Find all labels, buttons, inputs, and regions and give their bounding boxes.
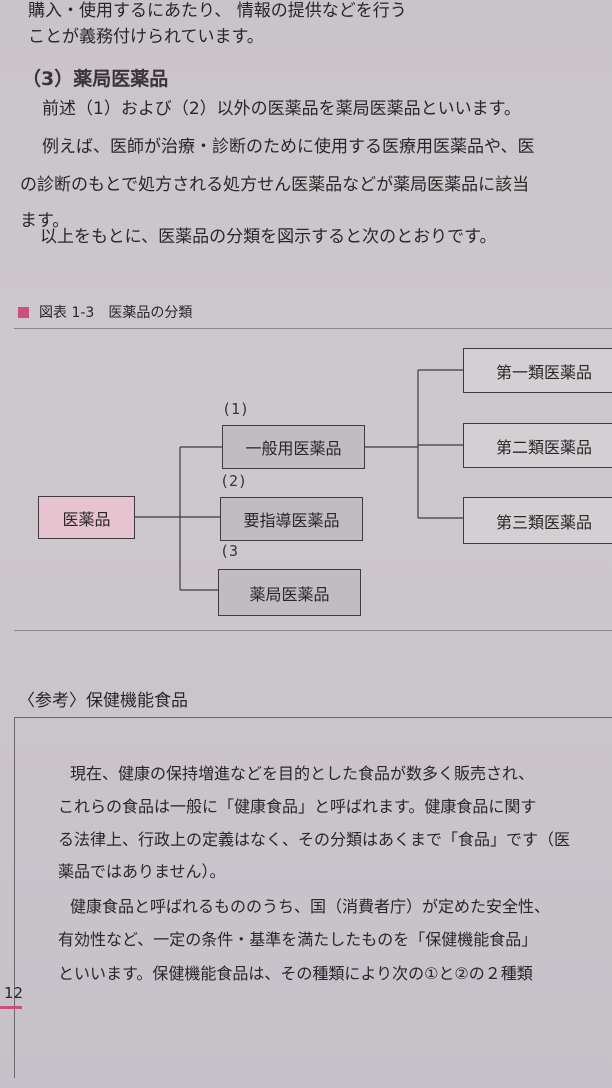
body-line-5: の診断のもとで処方される処方せん医薬品などが薬局医薬品に該当 <box>20 175 530 195</box>
figure-title: 図表 1-3 医薬品の分類 <box>18 302 192 322</box>
reference-box <box>14 717 612 1078</box>
body-line-1: 購入・使用するにあたり、 情報の提供などを行う <box>28 1 407 21</box>
body-line-4: 例えば、医師が治療・診断のために使用する医療用医薬品や、医 <box>42 137 535 157</box>
page-number-bar <box>0 1006 22 1009</box>
leaf-node-2: 第二類医薬品 <box>463 423 612 468</box>
section-heading: （3）薬局医薬品 <box>22 68 169 90</box>
ref-line-2: これらの食品は一般に「健康食品」と呼ばれます。健康食品に関す <box>58 797 537 816</box>
ref-line-5: 健康食品と呼ばれるもののうち、国（消費者庁）が定めた安全性、 <box>70 897 551 916</box>
mid-node-2: 要指導医薬品 <box>220 497 363 541</box>
page-number: 12 <box>4 984 24 1002</box>
handwritten-note-3: (3 <box>220 542 239 560</box>
reference-title: 〈参考〉保健機能食品 <box>18 691 188 711</box>
body-line-7: 以上をもとに、医薬品の分類を図示すると次のとおりです。 <box>40 227 497 247</box>
body-line-6: ます。 <box>20 211 70 231</box>
ref-line-3: る法律上、行政上の定義はなく、その分類はあくまで「食品」です（医 <box>58 830 571 849</box>
figure-bottom-rule <box>14 630 612 631</box>
handwritten-note-1: (1) <box>222 400 250 418</box>
mid-node-3: 薬局医薬品 <box>218 569 361 616</box>
mid-node-1: 一般用医薬品 <box>222 425 365 469</box>
handwritten-note-2: (2) <box>220 472 248 490</box>
title-square-icon <box>18 307 29 318</box>
ref-line-1: 現在、健康の保持増進などを目的とした食品が数多く販売され、 <box>70 764 535 783</box>
root-node-box: 医薬品 <box>38 496 135 539</box>
leaf-node-3: 第三類医薬品 <box>463 497 612 544</box>
figure-title-text: 図表 1-3 医薬品の分類 <box>39 305 193 321</box>
ref-line-7: といいます。保健機能食品は、その種類により次の①と②の２種類 <box>58 964 533 983</box>
body-line-2: ことが義務付けられています。 <box>28 27 264 47</box>
body-line-3: 前述（1）および（2）以外の医薬品を薬局医薬品といいます。 <box>42 99 521 119</box>
ref-line-4: 薬品ではありません）。 <box>58 862 226 881</box>
figure-top-rule <box>14 328 612 329</box>
leaf-node-1: 第一類医薬品 <box>463 348 612 393</box>
ref-line-6: 有効性など、一定の条件・基準を満たしたものを「保健機能食品」 <box>58 930 538 949</box>
